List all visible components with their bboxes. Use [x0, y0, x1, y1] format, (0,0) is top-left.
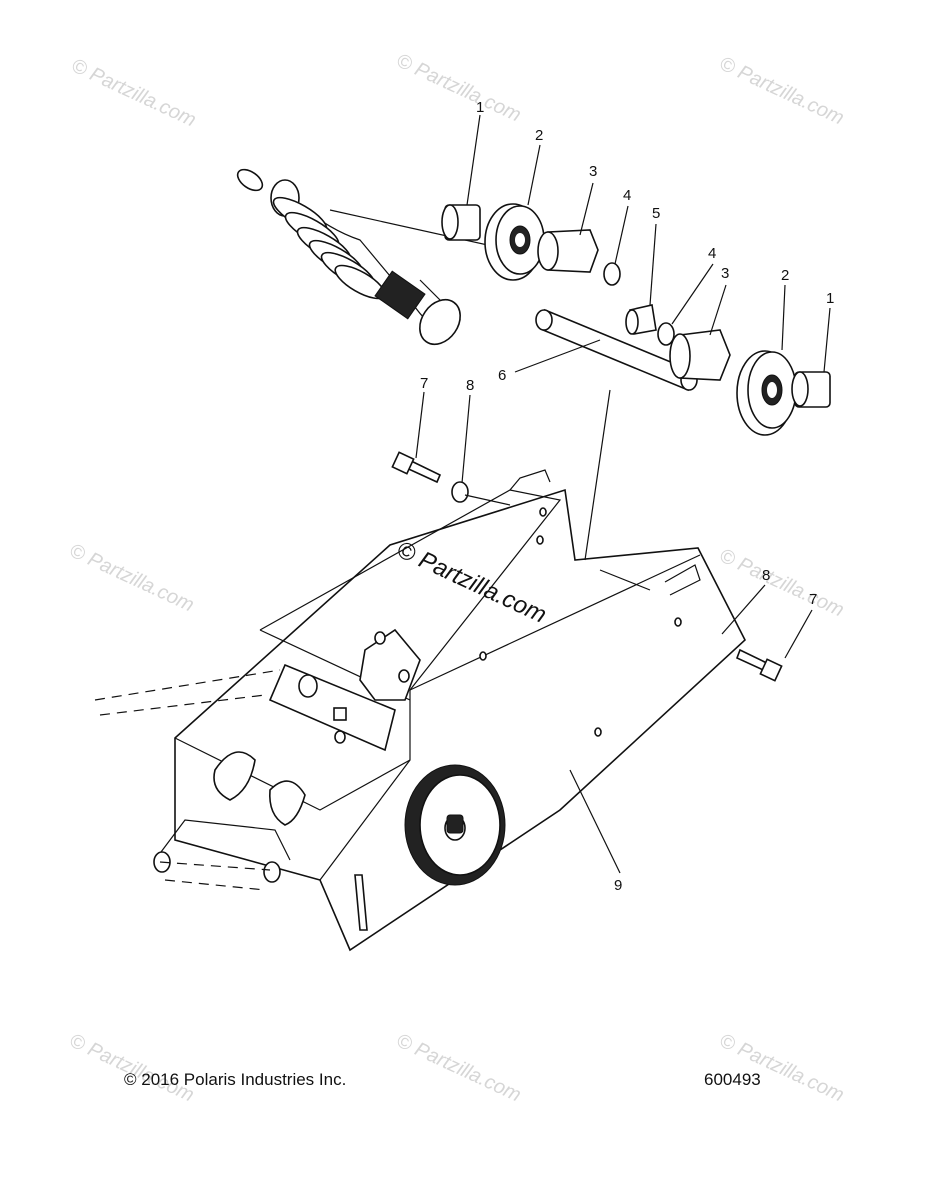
ring-part-4-upper	[603, 262, 621, 286]
shock-spring	[272, 196, 386, 300]
callout-4: 4	[623, 187, 631, 204]
watermark: © Partzilla.com	[716, 545, 847, 622]
diagram-number: 600493	[704, 1070, 761, 1089]
callout-5: 5	[652, 205, 660, 222]
leader-lines	[415, 114, 831, 874]
spacer-part-3-upper	[537, 229, 599, 273]
washer-part-8-left	[451, 481, 469, 503]
watermark: © Partzilla.com	[393, 50, 524, 127]
callout-8: 8	[762, 567, 770, 584]
copyright-text: © 2016 Polaris Industries Inc.	[124, 1070, 347, 1089]
watermark: © Partzilla.com	[66, 1030, 197, 1107]
watermark: © Partzilla.com	[716, 53, 847, 130]
frame-part-9	[94, 469, 746, 952]
callout-4: 4	[708, 245, 716, 262]
shock-absorber	[236, 168, 511, 346]
sprocket	[404, 764, 506, 886]
callout-7: 7	[809, 591, 817, 608]
callout-9: 9	[614, 877, 622, 894]
callout-3: 3	[589, 163, 597, 180]
spacer-part-3-lower	[669, 329, 731, 381]
idler-wheel-part-2-lower	[736, 350, 797, 436]
callout-1: 1	[476, 99, 484, 116]
callout-1: 1	[826, 290, 834, 307]
callout-8: 8	[466, 377, 474, 394]
watermark: © Partzilla.com	[716, 1030, 847, 1107]
bushing-part-1-upper	[441, 204, 481, 241]
bolt-part-7-left	[391, 451, 442, 484]
idler-wheel-part-2-upper	[484, 203, 545, 281]
callouts: 1 2 3 4 5 4 3 2 1 6 7 8 8 7 9	[420, 99, 834, 894]
watermark: © Partzilla.com	[393, 1030, 524, 1107]
callout-3: 3	[721, 265, 729, 282]
watermark: © Partzilla.com	[66, 540, 197, 617]
sleeve-part-5	[625, 304, 657, 335]
callout-7: 7	[420, 375, 428, 392]
watermark: © Partzilla.com	[68, 55, 199, 132]
callout-6: 6	[498, 367, 506, 384]
callout-2: 2	[781, 267, 789, 284]
bushing-part-1-lower	[791, 371, 831, 408]
callout-2: 2	[535, 127, 543, 144]
bolt-part-7-right	[735, 648, 783, 682]
ring-part-4-lower	[657, 322, 675, 346]
